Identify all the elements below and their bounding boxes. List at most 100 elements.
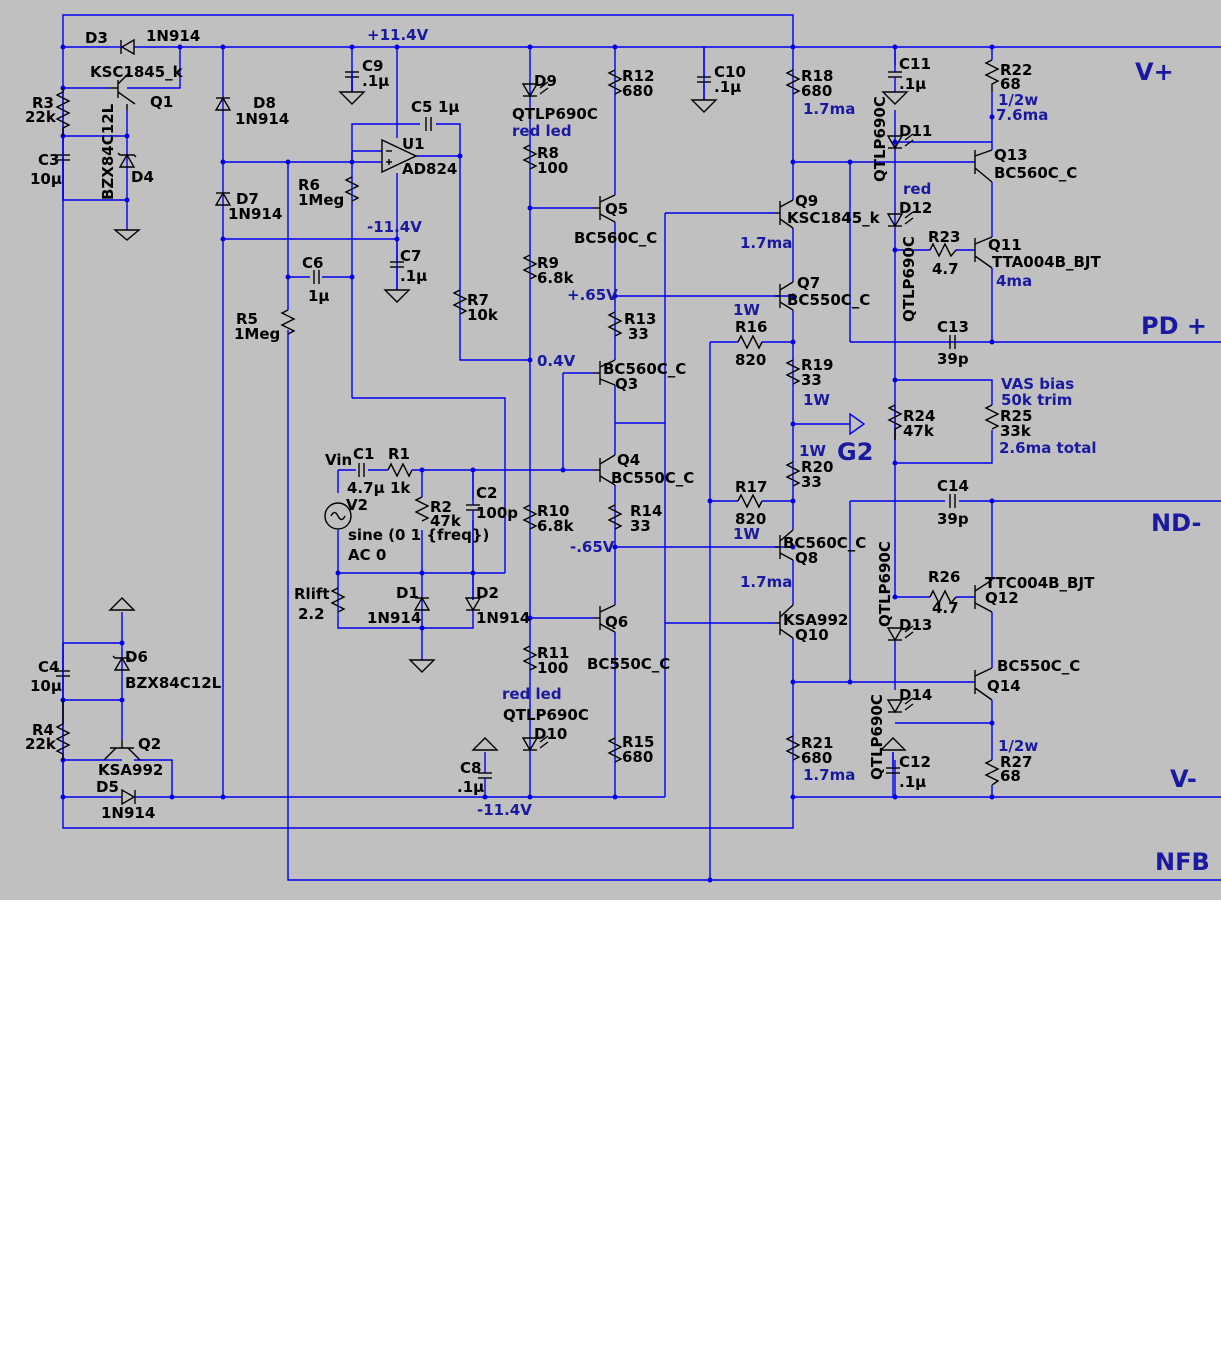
c13-ref: C13 — [937, 318, 969, 336]
led-d14 — [886, 697, 914, 714]
r6-ref: R6 — [298, 176, 320, 194]
d4-value: BZX84C12L — [99, 103, 117, 200]
d5-value: 1N914 — [101, 804, 155, 822]
resistor-r5 — [280, 309, 296, 335]
r17-ref: R17 — [735, 478, 767, 496]
q12-value: TTC004B_BJT — [985, 574, 1095, 592]
r2-value: 47k — [430, 512, 462, 530]
note-r18-ma: 1.7ma — [803, 100, 855, 118]
resistor-r19 — [785, 359, 801, 385]
d14-ref: D14 — [899, 686, 932, 704]
d1-ref: D1 — [396, 584, 419, 602]
q6-ref: Q6 — [605, 613, 628, 631]
r3-ref: R3 — [32, 94, 54, 112]
d10-ref: D10 — [534, 725, 567, 743]
transistor-q14 — [974, 667, 993, 701]
led-d11 — [886, 133, 914, 150]
r16-value: 820 — [735, 351, 766, 369]
r16-ref: R16 — [735, 318, 767, 336]
r27-value: 68 — [1000, 767, 1021, 785]
resistor-r6 — [344, 176, 360, 202]
q8-value: BC560C_C — [783, 534, 866, 552]
note-q9-ma: 1.7ma — [740, 234, 792, 252]
g2-port — [849, 412, 866, 436]
schematic-canvas: D3 1N914 KSC1845_k Q1 R3 22k C3 10µ BZX8… — [25, 14, 1221, 883]
net-nfb: NFB — [1155, 848, 1210, 876]
diode-d8 — [214, 96, 232, 111]
r26-ref: R26 — [928, 568, 960, 586]
transistor-q4 — [593, 454, 616, 486]
resistor-r16 — [737, 334, 763, 350]
r9-value: 6.8k — [537, 269, 575, 287]
r18-ref: R18 — [801, 67, 833, 85]
r24-ref: R24 — [903, 407, 935, 425]
capacitor-c1 — [358, 463, 365, 477]
schematic-sheet: D3 1N914 KSC1845_k Q1 R3 22k C3 10µ BZX8… — [0, 0, 1221, 900]
resistor-r22 — [984, 59, 1000, 92]
d14-value: QTLP690C — [868, 694, 886, 780]
transistor-q9 — [775, 199, 794, 229]
r5-value: 1Meg — [234, 325, 280, 343]
opamp-u1 — [381, 138, 418, 174]
diode-d3 — [110, 38, 135, 56]
r1-ref: R1 — [388, 445, 410, 463]
transistor-q3 — [593, 359, 616, 386]
r11-ref: R11 — [537, 644, 569, 662]
q1-value: KSC1845_k — [90, 63, 184, 81]
c12-ref: C12 — [899, 753, 931, 771]
u1-ref: U1 — [402, 135, 425, 153]
r15-ref: R15 — [622, 733, 654, 751]
q4-ref: Q4 — [617, 451, 640, 469]
capacitor-c14 — [949, 494, 956, 508]
r9-ref: R9 — [537, 254, 559, 272]
r23-value: 4.7 — [932, 260, 959, 278]
c11-ref: C11 — [899, 55, 931, 73]
q1-ref: Q1 — [150, 93, 173, 111]
note-vas2: 50k trim — [1001, 391, 1072, 409]
q10-ref: Q10 — [795, 626, 829, 644]
r21-ref: R21 — [801, 734, 833, 752]
capacitor-c6 — [313, 270, 320, 284]
c13-value: 39p — [937, 350, 969, 368]
q9-ref: Q9 — [795, 192, 818, 210]
q4-value: BC550C_C — [611, 469, 694, 487]
r13-value: 33 — [628, 325, 649, 343]
resistor-r9 — [522, 254, 538, 280]
resistor-r2 — [414, 496, 430, 522]
led-d12 — [886, 211, 914, 228]
resistor-r24 — [887, 404, 903, 440]
c7-ref: C7 — [400, 247, 421, 265]
q11-ref: Q11 — [988, 236, 1022, 254]
capacitor-c13 — [949, 335, 956, 349]
diode-d2 — [464, 597, 482, 612]
resistor-r27 — [984, 759, 1000, 786]
d7-value: 1N914 — [228, 205, 282, 223]
d2-ref: D2 — [476, 584, 499, 602]
note-rail-pos: +11.4V — [367, 26, 429, 44]
d12-value: QTLP690C — [900, 236, 918, 322]
r3-value: 22k — [25, 108, 57, 126]
c1-value: 4.7µ — [347, 479, 385, 497]
r19-value: 33 — [801, 371, 822, 389]
q10-value: KSA992 — [783, 611, 848, 629]
c5-ref: C5 — [411, 98, 432, 116]
diode-d1 — [413, 596, 431, 611]
c8-value: .1µ — [457, 778, 484, 796]
resistor-r20 — [785, 461, 801, 487]
r14-ref: R14 — [630, 502, 662, 520]
q11-value: TTA004B_BJT — [992, 253, 1102, 271]
v2-ac: AC 0 — [348, 546, 386, 564]
c4-ref: C4 — [38, 658, 59, 676]
c14-value: 39p — [937, 510, 969, 528]
d3-value: 1N914 — [146, 27, 200, 45]
note-d9-red: red led — [512, 122, 572, 140]
diode-d5 — [110, 788, 136, 806]
r14-value: 33 — [630, 517, 651, 535]
note-v04: 0.4V — [537, 352, 576, 370]
net-labels: V+ PD + ND- V- NFB G2 — [837, 58, 1210, 876]
note-r21-ma: 1.7ma — [803, 766, 855, 784]
q13-value: BC560C_C — [994, 164, 1077, 182]
q6-value: BC550C_C — [587, 655, 670, 673]
q14-ref: Q14 — [987, 677, 1021, 695]
note-q8-ma: 1.7ma — [740, 573, 792, 591]
